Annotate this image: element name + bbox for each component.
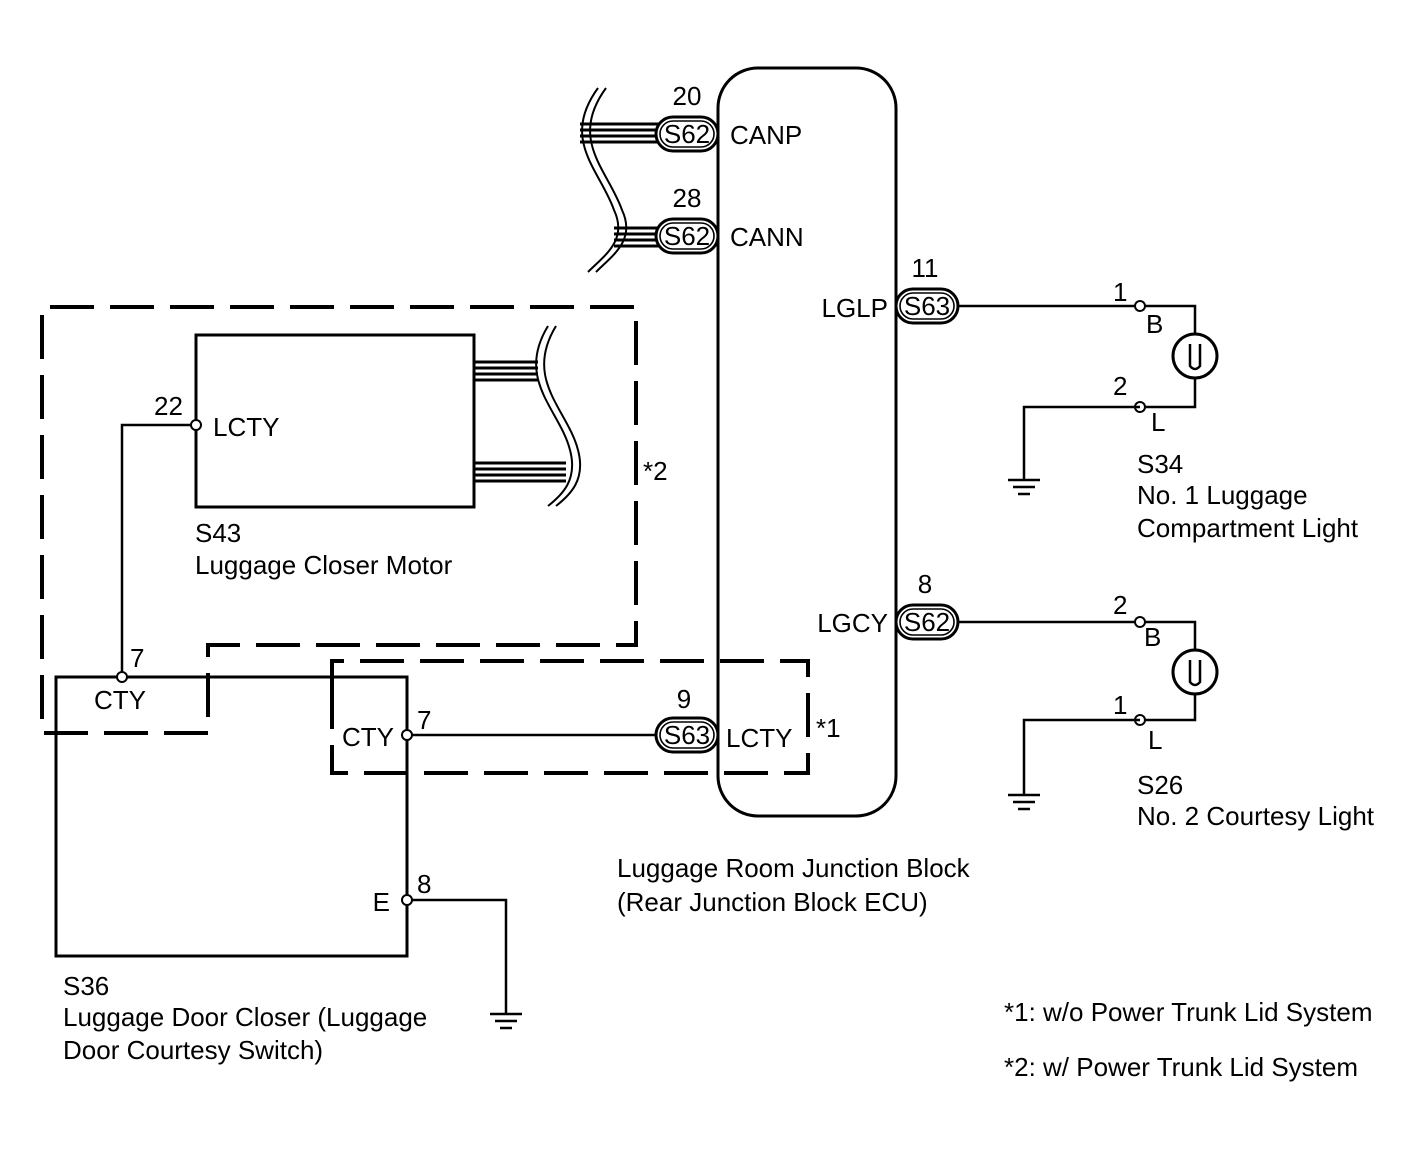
connector-lgcy: S62 8 LGCY [817, 569, 960, 641]
pin-number: 20 [673, 81, 702, 111]
light2-pin-label: L [1148, 725, 1162, 755]
ground-icon [490, 1012, 522, 1030]
ground-icon [1008, 793, 1040, 811]
terminal-label: LCTY [726, 723, 792, 753]
closer-terminal-label: CTY [94, 685, 146, 715]
light1-pin-label: B [1146, 309, 1163, 339]
light2-name: No. 2 Courtesy Light [1137, 801, 1375, 831]
note-2: *2: w/ Power Trunk Lid System [1004, 1052, 1358, 1082]
motor-code: S43 [195, 518, 241, 548]
can-bus-cables [580, 87, 660, 273]
closer-terminal-label: E [373, 887, 390, 917]
connector-cann: S62 28 CANN [654, 183, 804, 255]
ground-icon [1008, 478, 1040, 496]
light2-pin-label: B [1144, 622, 1161, 652]
connector-canp: S62 20 CANP [654, 81, 802, 153]
ecu-name-line1: Luggage Room Junction Block [617, 853, 971, 883]
light2-pin-number: 1 [1113, 690, 1127, 720]
closer-pin-cty-side [401, 729, 413, 741]
light1-name-line1: No. 1 Luggage [1137, 480, 1308, 510]
courtesy-light [1008, 616, 1219, 811]
terminal-label: LGCY [817, 608, 888, 638]
connector-code: S62 [664, 119, 710, 149]
terminal-label: CANN [730, 222, 804, 252]
light2-pin-number: 2 [1113, 590, 1127, 620]
closer-name-line2: Door Courtesy Switch) [63, 1035, 323, 1065]
note-1: *1: w/o Power Trunk Lid System [1004, 997, 1372, 1027]
pin-number: 9 [677, 684, 691, 714]
pin-number: 11 [912, 253, 939, 283]
connector-lglp: S63 11 LGLP [822, 253, 960, 325]
junction-block-ecu [716, 66, 898, 818]
ecu-name-line2: (Rear Junction Block ECU) [617, 887, 928, 917]
light1-name-line2: Compartment Light [1137, 513, 1359, 543]
closer-pin-number: 8 [417, 869, 431, 899]
terminal-label: LGLP [822, 293, 889, 323]
closer-pin-cty-top [116, 671, 128, 683]
light2-code: S26 [1137, 770, 1183, 800]
terminal-label: CANP [730, 120, 802, 150]
pin-number: 28 [673, 183, 702, 213]
wire-cty-to-motor [120, 423, 196, 677]
pin-number: 8 [918, 569, 932, 599]
closer-terminal-label: CTY [342, 722, 394, 752]
motor-pin [190, 419, 202, 431]
wire-closer-ground [407, 898, 508, 1014]
closer-pin-e [401, 894, 413, 906]
option-boundary-power-trunk [40, 305, 638, 735]
luggage-compartment-light [1008, 300, 1219, 496]
option-boundary-no-power-trunk [330, 659, 810, 775]
closer-name-line1: Luggage Door Closer (Luggage [63, 1002, 427, 1032]
connector-code: S63 [904, 291, 950, 321]
light1-pin-label: L [1151, 407, 1165, 437]
option-marker-1: *1 [816, 713, 841, 743]
bulb-icon [1171, 648, 1219, 696]
closer-pin-number: 7 [130, 643, 144, 673]
motor-pin-number: 22 [154, 391, 183, 421]
closer-code: S36 [63, 971, 109, 1001]
motor-terminal-label: LCTY [213, 412, 279, 442]
motor-name: Luggage Closer Motor [195, 550, 453, 580]
connector-code: S62 [664, 221, 710, 251]
light1-pin-number: 1 [1113, 277, 1127, 307]
connector-code: S62 [904, 607, 950, 637]
connector-code: S63 [664, 720, 710, 750]
option-marker-2: *2 [643, 456, 668, 486]
bulb-icon [1171, 332, 1219, 380]
closer-pin-number: 7 [417, 705, 431, 735]
motor-harness [474, 325, 582, 507]
light1-pin-number: 2 [1113, 371, 1127, 401]
light1-code: S34 [1137, 449, 1183, 479]
luggage-door-closer [54, 675, 409, 958]
connector-lcty: S63 9 LCTY [654, 684, 792, 754]
